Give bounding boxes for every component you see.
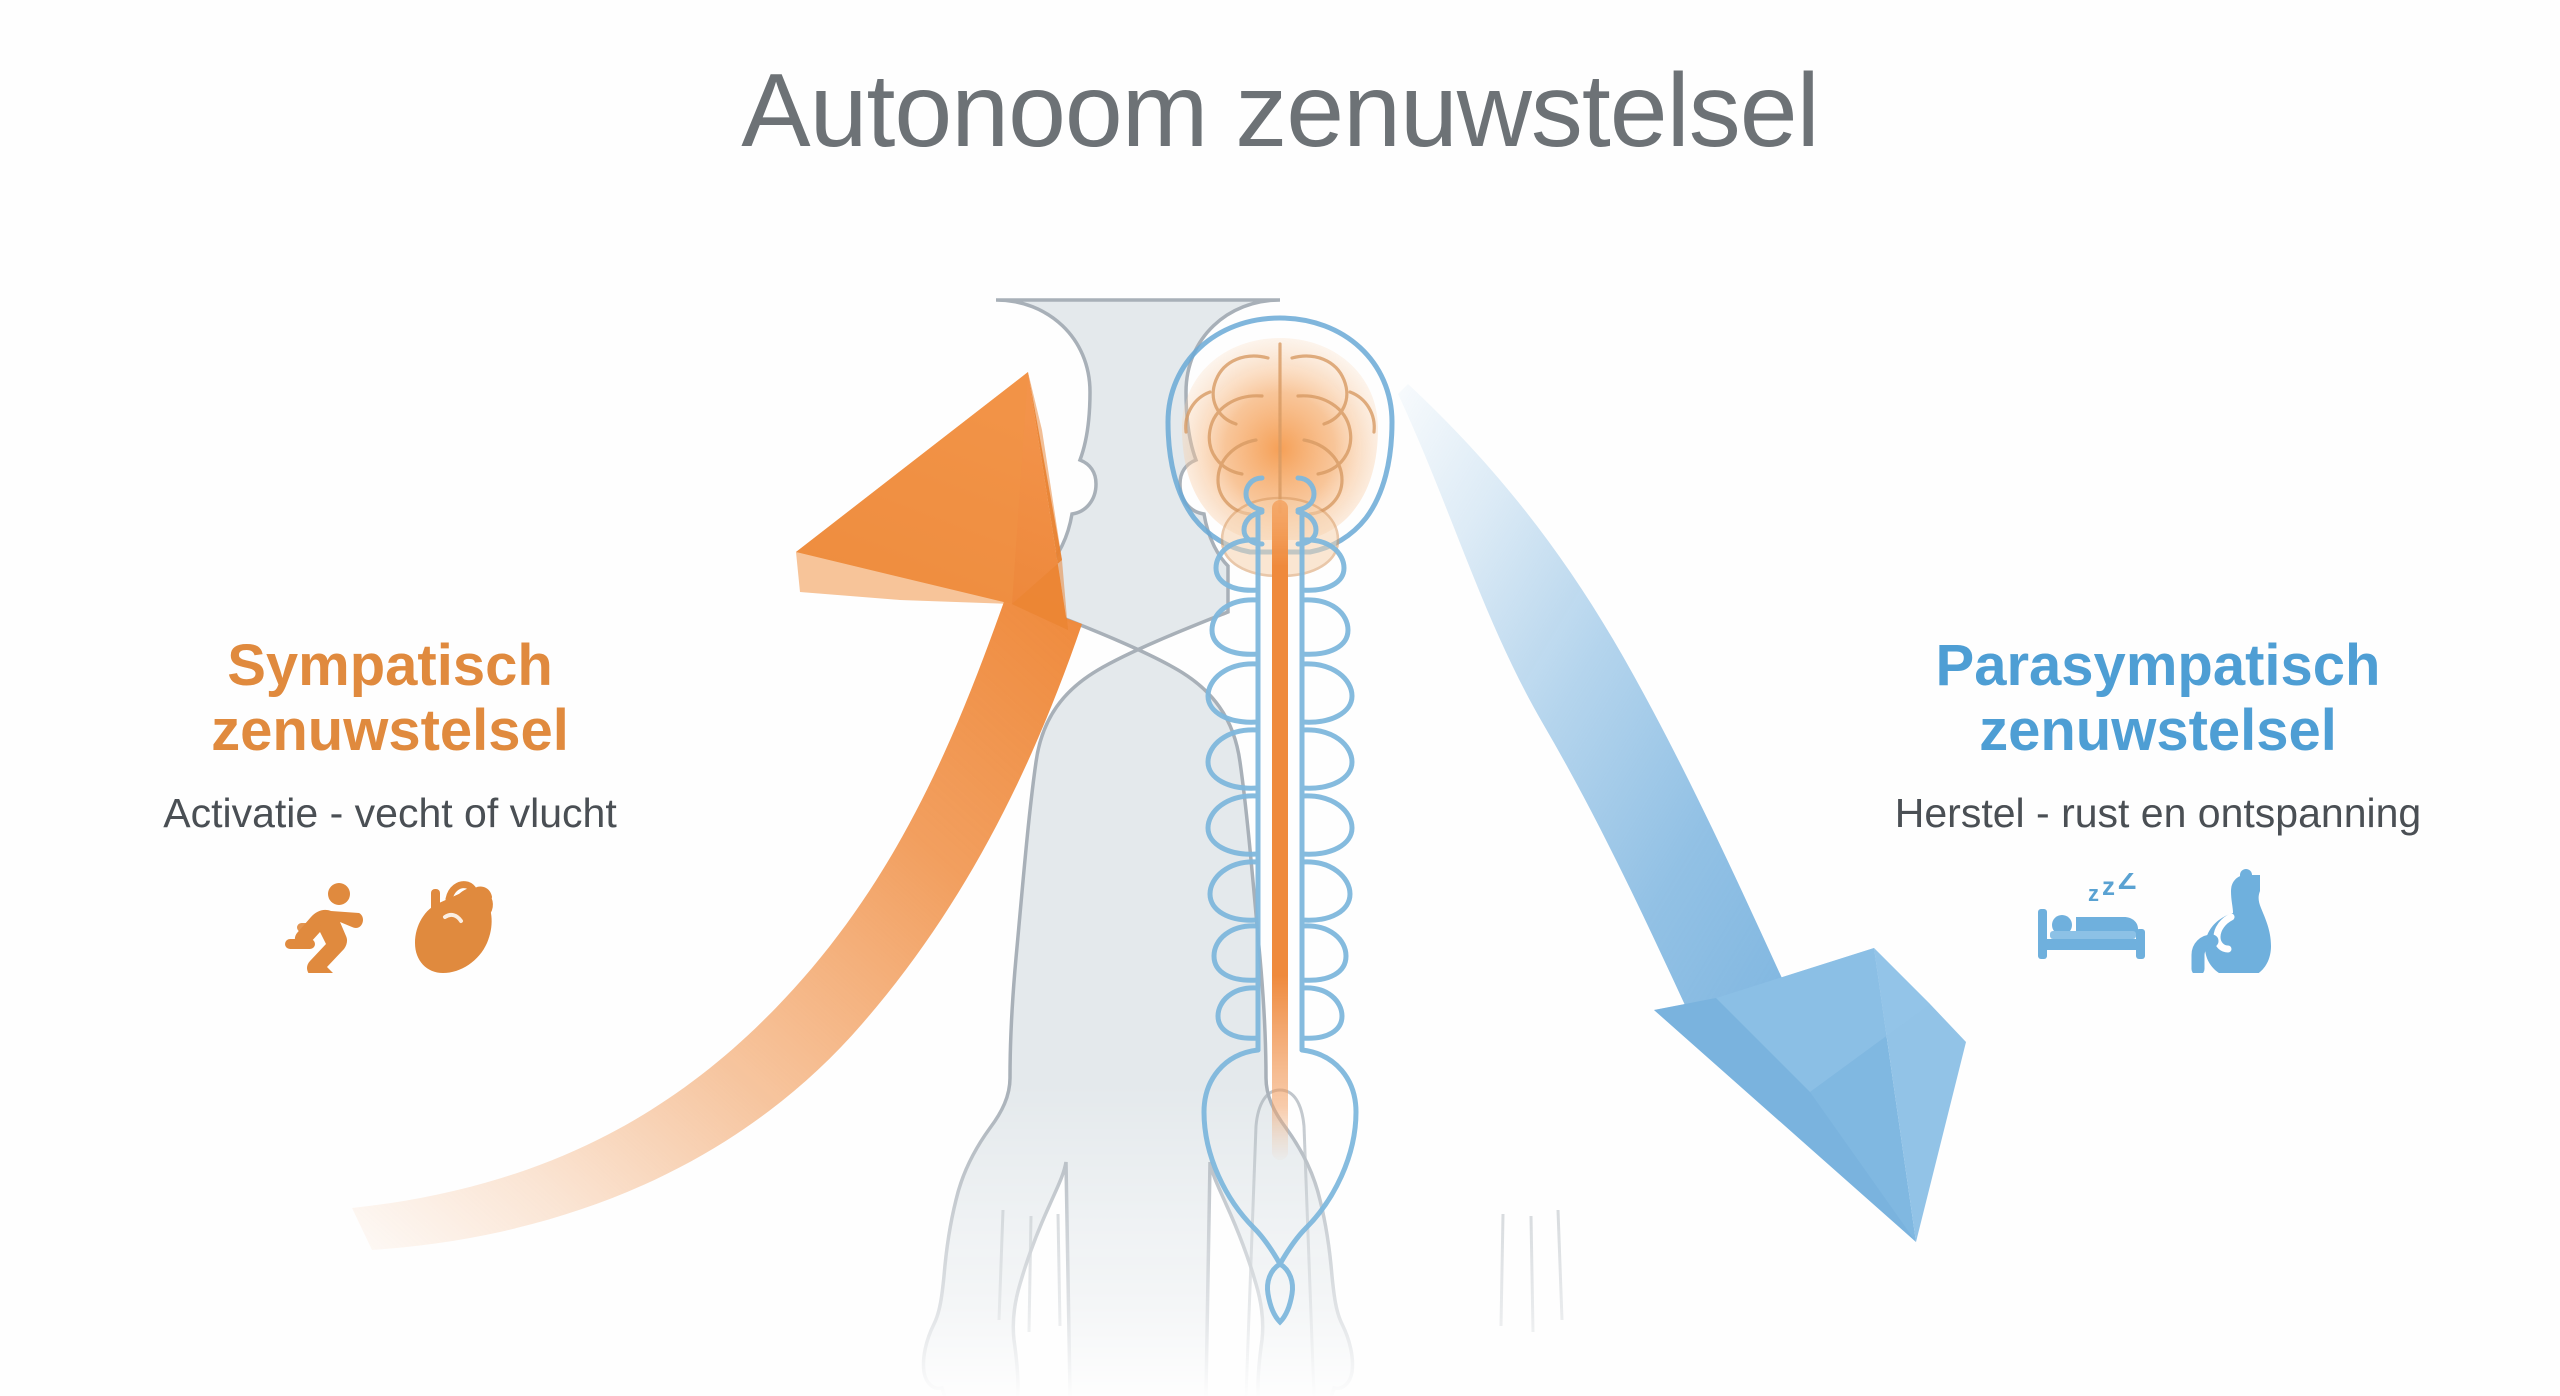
parasympathetic-arrowhead-highlight — [1716, 948, 1930, 1092]
stomach-icon — [2191, 868, 2271, 973]
sympathetic-arrowhead-shadow — [1028, 372, 1068, 630]
sympathetic-arrow-group — [352, 372, 1082, 1250]
brain-folds — [1184, 342, 1376, 516]
parasympathetic-panel: Parasympatisch zenuwstelsel Herstel - ru… — [1838, 633, 2478, 973]
left-hand-fingers — [997, 1209, 1062, 1333]
sleeping-bed-icon: z z Z — [2038, 873, 2145, 959]
sympathetic-subtitle: Activatie - vecht of vlucht — [163, 789, 617, 836]
body-outline — [921, 298, 1355, 1396]
running-person-icon — [285, 882, 363, 973]
parasympathetic-arrowhead-shadow — [1654, 998, 1916, 1242]
sympathetic-arrow-tail — [352, 596, 1082, 1250]
sympathetic-heading: Sympatisch zenuwstelsel — [211, 633, 569, 763]
sleep-z-small: z — [2088, 881, 2099, 906]
parasympathetic-heading: Parasympatisch zenuwstelsel — [1935, 633, 2381, 763]
sympathetic-arrowhead-fold — [1012, 372, 1068, 630]
sympathetic-arrowhead-highlight — [796, 372, 1028, 604]
sympathetic-icon-row — [70, 869, 710, 973]
parasympathetic-icon-row: z z Z — [1838, 868, 2478, 973]
parasympathetic-arrow-tail — [1398, 384, 1792, 1042]
page-title: Autonoom zenuwstelsel — [741, 53, 1819, 169]
body-silhouette-group — [921, 298, 1564, 1396]
sympathetic-panel: Sympatisch zenuwstelsel Activatie - vech… — [70, 633, 710, 973]
parasympathetic-arrow-group — [1398, 384, 1966, 1242]
parasympathetic-subtitle: Herstel - rust en ontspanning — [1894, 789, 2422, 836]
spinal-cord — [1272, 500, 1288, 1160]
sleep-z-medium: z — [2102, 873, 2115, 901]
nerve-column — [1201, 475, 1359, 1326]
sleep-z-large: Z — [2118, 873, 2136, 896]
right-hand-fingers — [1499, 1209, 1564, 1333]
heart-icon — [415, 881, 493, 973]
